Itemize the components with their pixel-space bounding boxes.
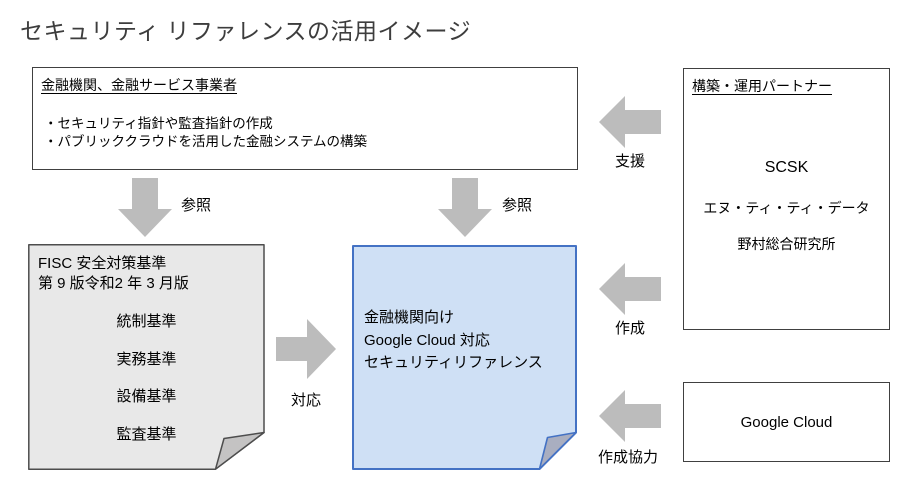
financial-bullet-1: ・セキュリティ指針や監査指針の作成 xyxy=(44,116,273,131)
fisc-standards-document: FISC 安全対策基準 第 9 版令和2 年 3 月版 統制基準 実務基準 設備… xyxy=(28,244,265,470)
financial-bullet-2: ・パブリッククラウドを活用した金融システムの構築 xyxy=(44,133,368,149)
reference-line-1: 金融機関向け xyxy=(364,309,455,326)
arrow-shape xyxy=(118,178,172,237)
fisc-folded-corner-flap xyxy=(214,431,265,470)
financial-box-heading: 金融機関、金融サービス事業者 xyxy=(41,77,237,93)
partners-box-heading: 構築・運用パートナー xyxy=(692,78,832,94)
arrow-shape xyxy=(599,96,661,148)
create-arrow-label: 作成 xyxy=(614,320,645,337)
support-arrow-label: 支援 xyxy=(614,153,645,170)
reference-line-2: Google Cloud 対応 xyxy=(364,331,490,349)
financial-box-bullets: ・セキュリティ指針や監査指針の作成 ・パブリッククラウドを活用した金融システムの… xyxy=(44,115,367,150)
reference-down-arrow-left-icon xyxy=(118,178,172,237)
folded-document-shape xyxy=(28,244,265,470)
reference-line-3: セキュリティリファレンス xyxy=(364,354,543,371)
fisc-item-audit: 監査基準 xyxy=(116,426,177,443)
google-cloud-box: Google Cloud xyxy=(683,382,890,462)
arrow-shape xyxy=(438,178,492,237)
arrow-shape xyxy=(599,263,661,315)
security-reference-document: 金融機関向け Google Cloud 対応 セキュリティリファレンス xyxy=(352,245,577,470)
fisc-title-line-1: FISC 安全対策基準 xyxy=(38,255,167,272)
reference-down-arrow-right-icon xyxy=(438,178,492,237)
fisc-item-practice: 実務基準 xyxy=(116,351,177,368)
fisc-document-title: FISC 安全対策基準 第 9 版令和2 年 3 月版 xyxy=(38,254,189,293)
partner-item-ntt-data: エヌ・ティ・ティ・データ xyxy=(703,200,870,216)
page-title: セキュリティ リファレンスの活用イメージ xyxy=(20,18,472,44)
correspond-right-arrow-icon xyxy=(276,319,336,379)
folded-document-shape xyxy=(352,245,577,470)
financial-institutions-box: 金融機関、金融サービス事業者 ・セキュリティ指針や監査指針の作成 ・パブリックク… xyxy=(32,67,578,170)
support-left-arrow-icon xyxy=(599,96,661,148)
google-cloud-label: Google Cloud xyxy=(740,413,833,431)
cooperation-left-arrow-icon xyxy=(599,390,661,442)
fisc-item-control: 統制基準 xyxy=(116,313,177,330)
cooperation-arrow-label: 作成協力 xyxy=(598,449,659,466)
fisc-item-facility: 設備基準 xyxy=(116,388,177,405)
reference-left-arrow-label: 参照 xyxy=(181,197,212,214)
correspond-arrow-label: 対応 xyxy=(290,392,321,409)
reference-right-arrow-label: 参照 xyxy=(502,197,533,214)
partner-item-scsk: SCSK xyxy=(764,159,809,176)
arrow-shape xyxy=(599,390,661,442)
create-left-arrow-icon xyxy=(599,263,661,315)
partner-item-nri: 野村総合研究所 xyxy=(737,236,836,252)
reference-folded-corner-flap xyxy=(538,431,577,470)
fisc-title-line-2: 第 9 版令和2 年 3 月版 xyxy=(38,274,189,292)
arrow-shape xyxy=(276,319,336,379)
partners-box: 構築・運用パートナー SCSK エヌ・ティ・ティ・データ 野村総合研究所 xyxy=(683,68,890,330)
reference-document-text: 金融機関向け Google Cloud 対応 セキュリティリファレンス xyxy=(364,307,543,375)
